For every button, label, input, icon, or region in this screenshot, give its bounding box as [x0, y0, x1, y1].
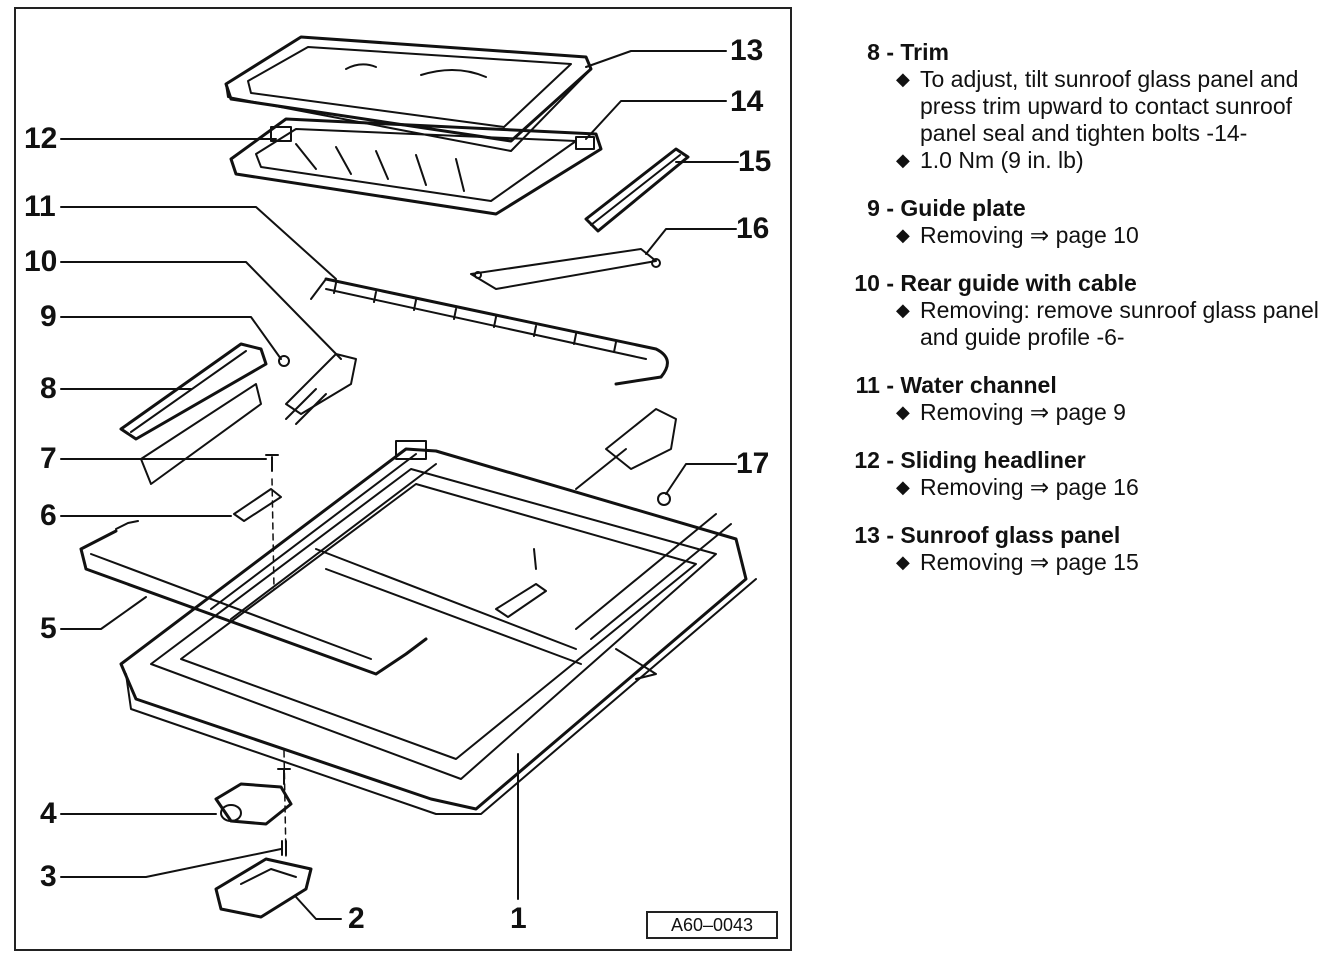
parts-legend: 8 - Trim ◆ To adjust, tilt sunroof glass … [830, 38, 1330, 596]
legend-title: Water channel [900, 372, 1057, 398]
legend-entry: 11 - Water channel ◆ Removing ⇒ page 9 [830, 371, 1330, 426]
bullet-diamond-icon: ◆ [896, 69, 910, 89]
legend-entry: 12 - Sliding headliner ◆ Removing ⇒ page … [830, 446, 1330, 501]
callout-3: 3 [40, 860, 57, 893]
callout-9: 9 [40, 300, 57, 333]
part-17 [657, 492, 671, 506]
part-5-guide-profile [79, 520, 428, 676]
figure-id-label: A60–0043 [646, 911, 778, 939]
legend-entry: 8 - Trim ◆ To adjust, tilt sunroof glass … [830, 38, 1330, 174]
callout-13: 13 [730, 34, 764, 67]
legend-bullet: To adjust, tilt sunroof glass panel and … [920, 66, 1299, 146]
part-4-motor [214, 750, 293, 860]
callout-7: 7 [40, 442, 57, 475]
legend-number: 12 - [854, 447, 894, 473]
legend-bullet: 1.0 Nm (9 in. lb) [920, 147, 1084, 173]
callout-16: 16 [736, 212, 770, 245]
leader-13 [585, 50, 727, 68]
legend-title: Rear guide with cable [900, 270, 1137, 296]
leader-14 [585, 100, 727, 140]
part-16 [470, 248, 661, 290]
legend-title: Sliding headliner [900, 447, 1086, 473]
leader-5 [60, 596, 147, 630]
bullet-diamond-icon: ◆ [896, 225, 910, 245]
legend-number: 11 - [855, 372, 894, 398]
bullet-diamond-icon: ◆ [896, 402, 910, 422]
leader-lines [60, 50, 739, 920]
legend-entry: 9 - Guide plate ◆ Removing ⇒ page 10 [830, 194, 1330, 249]
part-2-cover [214, 857, 313, 919]
legend-title: Trim [900, 39, 949, 65]
part-1-frame [119, 440, 757, 815]
callout-12: 12 [24, 122, 58, 155]
bullet-diamond-icon: ◆ [896, 150, 910, 170]
callout-5: 5 [40, 612, 57, 645]
callout-15: 15 [738, 145, 772, 178]
part-6-7 [233, 454, 282, 590]
leader-3 [60, 848, 282, 878]
callout-4: 4 [40, 797, 57, 830]
part-rear-guide-right [575, 408, 677, 490]
bullet-diamond-icon: ◆ [896, 477, 910, 497]
legend-title: Sunroof glass panel [900, 522, 1121, 548]
callout-1: 1 [510, 902, 527, 935]
callout-8: 8 [40, 372, 57, 405]
bullet-diamond-icon: ◆ [896, 552, 910, 572]
legend-title: Guide plate [900, 195, 1026, 221]
leader-11 [60, 206, 337, 280]
callout-10: 10 [24, 245, 58, 278]
legend-number: 13 - [854, 522, 894, 548]
leader-16 [645, 228, 737, 255]
legend-bullet: Removing ⇒ page 16 [920, 474, 1139, 500]
bullet-diamond-icon: ◆ [896, 300, 910, 320]
callout-2: 2 [348, 902, 365, 935]
legend-entry: 10 - Rear guide with cable ◆ Removing: re… [830, 269, 1330, 351]
leader-2 [295, 896, 342, 920]
legend-bullet: Removing ⇒ page 15 [920, 549, 1139, 575]
legend-bullet: Removing ⇒ page 9 [920, 399, 1126, 425]
part-8-trim [119, 342, 290, 485]
legend-entry: 13 - Sunroof glass panel ◆ Removing ⇒ pag… [830, 521, 1330, 576]
part-10-rear-guide [285, 353, 357, 425]
legend-bullet: Removing: remove sunroof glass panel and… [920, 297, 1319, 350]
callout-17: 17 [736, 447, 770, 480]
part-11-water-channel [310, 277, 669, 386]
callout-11: 11 [24, 190, 56, 223]
legend-number: 8 - [867, 39, 894, 65]
exploded-view-figure: 13 14 15 16 12 11 10 9 8 7 6 5 4 3 2 1 1… [14, 7, 792, 951]
part-12-sliding-headliner [229, 117, 603, 216]
leader-10 [60, 261, 342, 360]
sunroof-drawing [60, 35, 757, 920]
callout-14: 14 [730, 85, 764, 118]
part-15 [584, 147, 690, 233]
callout-6: 6 [40, 499, 57, 532]
legend-bullet: Removing ⇒ page 10 [920, 222, 1139, 248]
legend-number: 10 - [854, 270, 894, 296]
leader-17 [665, 463, 737, 495]
legend-number: 9 - [867, 195, 894, 221]
leader-9 [60, 316, 282, 360]
